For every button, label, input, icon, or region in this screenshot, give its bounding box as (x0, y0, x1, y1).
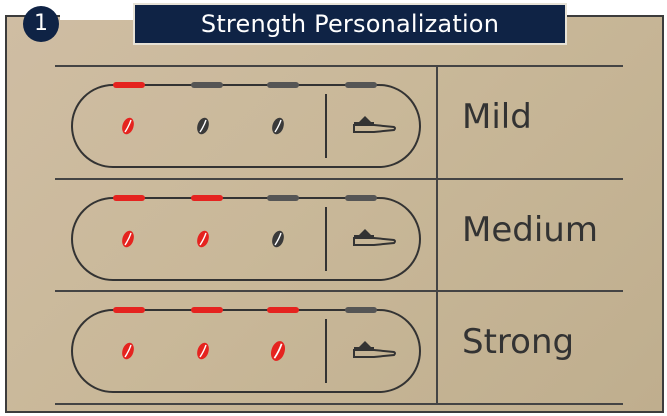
strength-label: Strong (462, 322, 575, 362)
panel-divider (325, 94, 327, 158)
strength-indicator-1 (113, 307, 145, 313)
table-divider (55, 403, 623, 405)
strength-indicator-3 (267, 82, 299, 88)
panel-divider (325, 207, 327, 271)
coffee-scoop-icon (353, 116, 396, 133)
strength-indicator-4 (345, 195, 377, 201)
table-divider (55, 290, 623, 292)
page-title: Strength Personalization (133, 3, 567, 45)
strength-row-medium: Medium (55, 180, 623, 290)
coffee-bean-icon (197, 342, 209, 360)
strength-indicator-3 (267, 307, 299, 313)
strength-row-strong: Strong (55, 292, 623, 402)
coffee-bean-icon (272, 117, 284, 135)
coffee-bean-icon (197, 230, 209, 248)
strength-indicator-2 (191, 82, 223, 88)
strength-label: Medium (462, 210, 598, 250)
strength-indicator-2 (191, 307, 223, 313)
strength-indicator-2 (191, 195, 223, 201)
strength-control-panel (71, 195, 421, 281)
coffee-bean-icon (197, 117, 209, 135)
strength-indicator-4 (345, 82, 377, 88)
strength-indicator-1 (113, 195, 145, 201)
table-divider (55, 65, 623, 67)
strength-indicator-3 (267, 195, 299, 201)
coffee-bean-icon (270, 341, 286, 361)
strength-indicator-1 (113, 82, 145, 88)
panel-divider (325, 319, 327, 383)
coffee-scoop-icon (353, 341, 396, 358)
strength-control-panel (71, 307, 421, 393)
coffee-scoop-icon (353, 229, 396, 246)
coffee-bean-icon (122, 117, 134, 135)
strength-label: Mild (462, 97, 532, 137)
coffee-bean-icon (272, 230, 284, 248)
table-divider (55, 178, 623, 180)
coffee-bean-icon (122, 230, 134, 248)
coffee-bean-icon (122, 342, 134, 360)
frame-gap (60, 0, 140, 20)
strength-row-mild: Mild (55, 67, 623, 177)
column-divider (436, 65, 438, 405)
strength-control-panel (71, 82, 421, 168)
step-number-badge: 1 (23, 6, 59, 42)
strength-indicator-4 (345, 307, 377, 313)
